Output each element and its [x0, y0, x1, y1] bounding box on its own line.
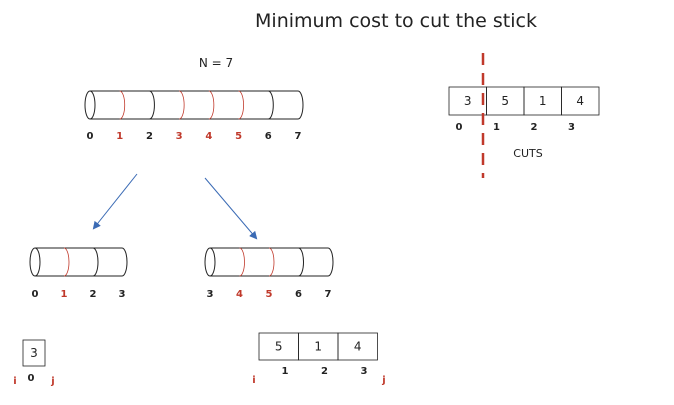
stick-left-cap	[29, 247, 41, 277]
main-stick-labels: 0 1 2 3 4 5 6 7	[87, 131, 302, 142]
stick-segment-arc	[119, 90, 126, 120]
index-i-label: i	[13, 376, 16, 387]
stick-position-label: 4	[236, 289, 243, 300]
array-cell	[561, 86, 600, 116]
stick-position-label: 5	[235, 131, 242, 142]
array-index: 0	[456, 122, 463, 133]
right-stick	[204, 247, 334, 277]
array-index: 2	[531, 122, 538, 133]
array-value: 4	[576, 94, 584, 108]
stick-position-label: 3	[207, 289, 214, 300]
stick-position-label: 1	[116, 131, 123, 142]
array-value: 5	[275, 340, 283, 354]
stick-position-label: 4	[205, 131, 212, 142]
array-value: 1	[539, 94, 547, 108]
stick-segment-arc	[179, 90, 185, 120]
stick-position-label: 7	[325, 289, 332, 300]
stick-position-label: 3	[119, 289, 126, 300]
stick-position-label: 6	[265, 131, 272, 142]
right-split-arrow	[204, 177, 258, 240]
array-index: 0	[28, 373, 35, 384]
stick-segment-arc	[239, 247, 245, 277]
stick-position-label: 7	[295, 131, 302, 142]
left-stick-labels: 0 1 2 3	[32, 289, 126, 300]
array-index: 3	[361, 366, 368, 377]
stick-segment-arc	[149, 90, 155, 120]
stick-position-label: 5	[266, 289, 273, 300]
index-j-label: j	[381, 375, 385, 386]
stick-segment-arc	[297, 90, 304, 120]
right-stick-labels: 3 4 5 6 7	[207, 289, 332, 300]
stick-segment-arc	[238, 90, 244, 120]
array-index: 1	[493, 122, 500, 133]
stick-segment-arc	[121, 247, 128, 277]
index-i-label: i	[252, 375, 255, 386]
stick-segment-arc	[63, 247, 70, 277]
stick-left-cap	[204, 247, 216, 277]
stick-position-label: 1	[61, 289, 68, 300]
stick-segment-arc	[208, 90, 215, 120]
cuts-label: CUTS	[513, 147, 542, 160]
array-value: 4	[354, 340, 362, 354]
array-index: 1	[282, 366, 289, 377]
stick-position-label: 0	[87, 131, 94, 142]
array-value: 3	[30, 346, 38, 360]
main-stick	[84, 90, 304, 120]
array-index: 2	[321, 366, 328, 377]
cuts-array: 3 5 1 4 0 1 2 3	[448, 86, 600, 133]
left-subarray: 3 0 i j	[13, 339, 55, 387]
array-value: 5	[501, 94, 509, 108]
n-label: N = 7	[199, 56, 233, 70]
index-j-label: j	[50, 376, 54, 387]
diagram-title: Minimum cost to cut the stick	[255, 10, 537, 32]
stick-segment-arc	[268, 90, 274, 120]
left-stick	[29, 247, 128, 277]
stick-segment-arc	[327, 247, 334, 277]
array-value: 1	[314, 340, 322, 354]
stick-position-label: 2	[90, 289, 97, 300]
stick-position-label: 0	[32, 289, 39, 300]
stick-position-label: 3	[176, 131, 183, 142]
stick-left-cap	[84, 90, 96, 120]
stick-position-label: 6	[295, 289, 302, 300]
array-value: 3	[464, 94, 472, 108]
stick-segment-arc	[298, 247, 304, 277]
stick-position-label: 2	[146, 131, 153, 142]
array-cell	[337, 332, 378, 361]
left-split-arrow	[92, 173, 138, 230]
array-cell	[22, 339, 46, 367]
array-index: 3	[568, 122, 575, 133]
right-subarray: 5 1 4 1 2 3 i j	[252, 332, 386, 386]
stick-segment-arc	[92, 247, 99, 277]
stick-segment-arc	[268, 247, 275, 277]
